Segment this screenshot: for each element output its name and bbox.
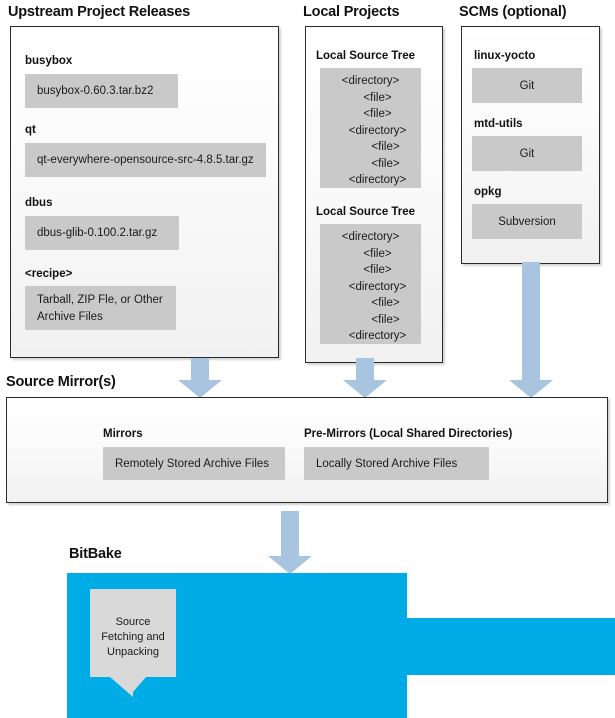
page-title-scms-optional: SCMs (optional): [459, 4, 567, 20]
page-title-upstream-project-releases: Upstream Project Releases: [8, 4, 190, 20]
tree-line: <directory>: [341, 231, 400, 243]
tree-line: <directory>: [348, 330, 407, 342]
scm-item-label-linux-yocto: linux-yocto: [474, 50, 536, 62]
scm-item-value-opkg: Subversion: [472, 204, 582, 239]
tree-line: <directory>: [348, 174, 407, 186]
recipe-value-line-1: Tarball, ZIP Fle, or: [37, 294, 131, 306]
scm-item-label-opkg: opkg: [474, 186, 502, 198]
task-line-3: Unpacking: [107, 646, 159, 658]
tree-line: <file>: [371, 157, 400, 170]
page-title-local-projects: Local Projects: [303, 4, 400, 20]
local-tree-label-1: Local Source Tree: [316, 50, 416, 62]
page-title-source-mirrors: Source Mirror(s): [6, 374, 116, 390]
tree-line: <file>: [363, 264, 392, 276]
tree-line: <file>: [371, 313, 400, 326]
tree-line: <file>: [363, 91, 392, 104]
tree-line: <file>: [371, 297, 400, 309]
local-source-tree-2: <directory> <file> <file> <directory> <f…: [320, 224, 421, 344]
upstream-item-label-qt: qt: [25, 124, 36, 136]
tree-line: <directory>: [341, 75, 400, 87]
tree-line: <directory>: [348, 280, 407, 293]
upstream-item-value-recipe: Tarball, ZIP Fle, or Other Archive Files: [25, 286, 176, 330]
task-line-2: Fetching and: [101, 631, 165, 643]
mirror-item-value-pre-mirrors: Locally Stored Archive Files: [304, 447, 489, 480]
scm-item-label-mtd-utils: mtd-utils: [474, 118, 523, 130]
upstream-item-value-qt: qt-everywhere-opensource-src-4.8.5.tar.g…: [25, 143, 266, 177]
tree-line: <directory>: [348, 124, 407, 137]
bitbake-task-source-fetching-and-unpacking: Source Fetching and Unpacking: [90, 589, 176, 697]
mirror-item-label-pre-mirrors: Pre-Mirrors (Local Shared Directories): [304, 428, 513, 440]
bitbake-process-shape: [67, 573, 615, 718]
local-source-tree-1: <directory> <file> <file> <directory> <f…: [320, 68, 421, 188]
upstream-item-label-busybox: busybox: [25, 55, 73, 67]
scm-item-value-mtd-utils: Git: [472, 136, 582, 171]
recipe-value-line-2: Other Archive Files: [37, 294, 163, 323]
bitbake-task-label: Source Fetching and Unpacking: [90, 615, 176, 660]
mirror-item-label-mirrors: Mirrors: [103, 428, 143, 440]
arrow-local-projects-to-source-mirror: [343, 358, 387, 398]
task-line-1: Source: [115, 616, 151, 628]
arrow-source-mirror-to-bitbake: [268, 511, 312, 574]
tree-line: <file>: [371, 141, 400, 153]
tree-line: <file>: [363, 108, 392, 120]
upstream-item-label-recipe: <recipe>: [25, 268, 73, 280]
tree-line: <file>: [363, 247, 392, 260]
arrow-scms-to-source-mirror: [509, 262, 553, 398]
page-title-bitbake: BitBake: [69, 546, 122, 562]
upstream-item-value-busybox: busybox-0.60.3.tar.bz2: [25, 74, 178, 108]
local-tree-label-2: Local Source Tree: [316, 206, 416, 218]
upstream-item-value-dbus: dbus-glib-0.100.2.tar.gz: [25, 216, 179, 250]
mirror-item-value-mirrors: Remotely Stored Archive Files: [103, 447, 285, 480]
arrow-upstream-to-source-mirror: [178, 358, 222, 398]
scm-item-value-linux-yocto: Git: [472, 68, 582, 103]
upstream-item-label-dbus: dbus: [25, 197, 53, 209]
